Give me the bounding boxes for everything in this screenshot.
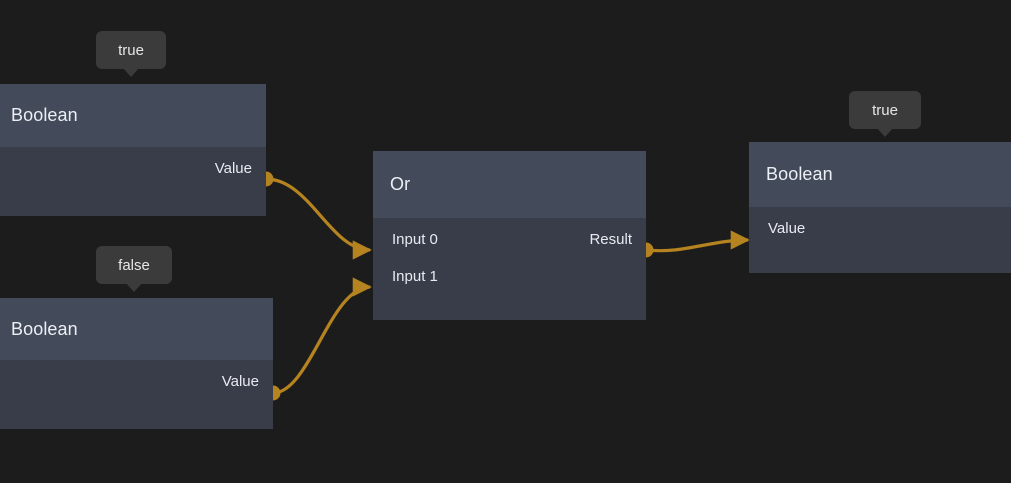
node-boolean-a-body: Value	[0, 147, 266, 216]
wire-or-result-to-boolean-out	[645, 230, 750, 253]
tooltip-boolean-b-value: false	[96, 246, 172, 292]
node-boolean-out-title: Boolean	[766, 164, 833, 184]
node-boolean-a-title: Boolean	[11, 105, 78, 125]
node-or[interactable]: Or Input 0 Input 1 Result	[373, 151, 646, 320]
tooltip-boolean-b-text: false	[118, 256, 150, 274]
node-boolean-a[interactable]: Boolean Value	[0, 84, 266, 216]
node-boolean-out-header[interactable]: Boolean	[749, 142, 1011, 207]
port-label-value: Value	[221, 373, 259, 390]
node-or-header[interactable]: Or	[373, 151, 646, 218]
node-boolean-b-header[interactable]: Boolean	[0, 298, 273, 360]
node-boolean-out-body: Value	[749, 207, 1011, 273]
node-boolean-out[interactable]: Boolean Value	[749, 142, 1011, 273]
tooltip-tail-icon	[123, 68, 139, 77]
port-label-input-0: Input 0	[392, 231, 438, 248]
node-or-input-1[interactable]: Input 1	[392, 266, 438, 288]
node-or-output-result[interactable]: Result	[589, 229, 632, 251]
port-label-value: Value	[214, 160, 252, 177]
port-label-result: Result	[589, 231, 632, 248]
wire-boolean-a-to-or-input0	[265, 177, 372, 260]
node-or-body: Input 0 Input 1 Result	[373, 218, 646, 320]
tooltip-boolean-a-value: true	[96, 31, 166, 77]
node-boolean-b[interactable]: Boolean Value	[0, 298, 273, 429]
tooltip-tail-icon	[877, 128, 893, 137]
node-or-title: Or	[390, 174, 411, 194]
node-boolean-a-header[interactable]: Boolean	[0, 84, 266, 147]
port-label-input-1: Input 1	[392, 268, 438, 285]
tooltip-boolean-out-text: true	[872, 101, 898, 119]
port-label-value: Value	[768, 220, 806, 237]
wire-boolean-b-to-or-input1	[272, 277, 372, 395]
node-boolean-a-output-value[interactable]: Value	[215, 158, 252, 180]
node-boolean-b-title: Boolean	[11, 318, 78, 339]
node-boolean-out-input-value[interactable]: Value	[768, 218, 805, 240]
tooltip-tail-icon	[126, 283, 142, 292]
tooltip-boolean-a-text: true	[118, 41, 144, 59]
node-boolean-b-body: Value	[0, 360, 273, 429]
tooltip-boolean-out-value: true	[849, 91, 921, 137]
node-or-input-0[interactable]: Input 0	[392, 229, 438, 251]
node-boolean-b-output-value[interactable]: Value	[222, 371, 259, 393]
